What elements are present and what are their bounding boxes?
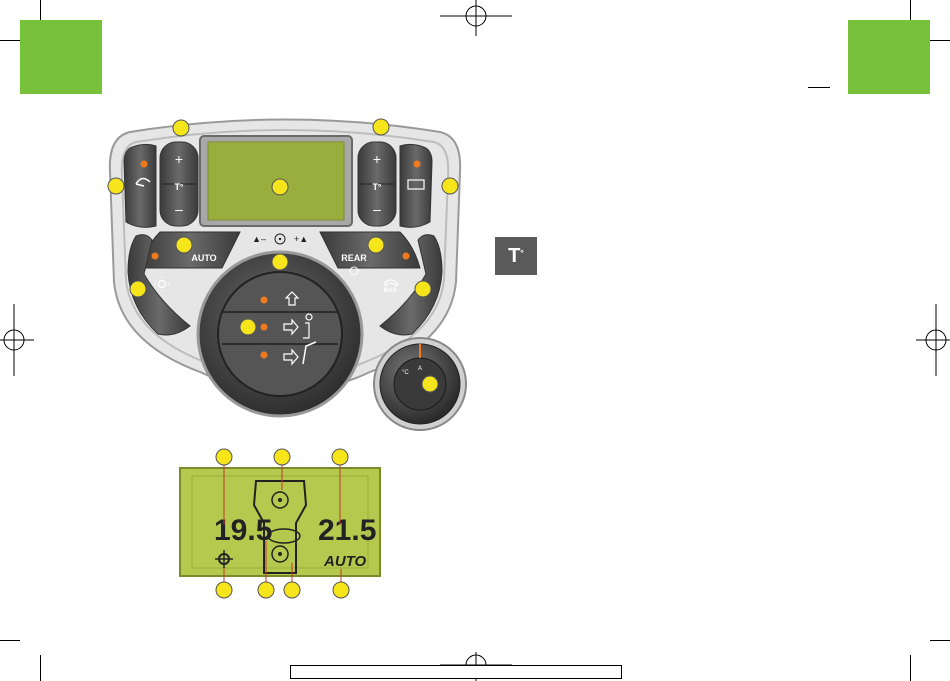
crop-mark	[910, 655, 911, 681]
callout	[272, 254, 288, 270]
right-temp-label: T°	[372, 182, 381, 192]
page-tab-right	[848, 20, 930, 94]
right-temp-minus-label: –	[373, 201, 381, 217]
callout	[216, 449, 232, 465]
registration-mark-top	[440, 0, 512, 40]
callout	[422, 376, 438, 392]
knob-mark-mid: A	[418, 366, 422, 372]
crop-mark	[40, 0, 41, 20]
lcd-display: 19.5 21.5 AUTO	[178, 445, 388, 605]
callout	[333, 582, 349, 598]
temperature-key-letter: T	[508, 245, 520, 267]
callout	[373, 119, 389, 135]
registration-mark-right	[910, 300, 950, 380]
auto-label: AUTO	[191, 253, 216, 263]
recirculation-button	[124, 144, 156, 227]
fan-plus-label: +▲	[294, 234, 308, 244]
callout	[332, 449, 348, 465]
lcd-right-temperature: 21.5	[318, 514, 376, 547]
right-temp-plus-label: +	[373, 151, 381, 167]
crop-mark	[0, 40, 20, 41]
crop-mark	[40, 655, 41, 681]
callout	[368, 237, 384, 253]
max-label: MAX	[383, 288, 396, 294]
crop-mark	[910, 0, 911, 20]
temperature-key-icon: T°	[495, 237, 537, 275]
callout	[216, 582, 232, 598]
callout	[284, 582, 300, 598]
callout	[274, 449, 290, 465]
temperature-key-degree: °	[520, 248, 524, 258]
climate-control-panel: + T° – + T° – AUTO REAR MAX ▲– +▲	[100, 112, 470, 432]
knob-mark-left: °C	[402, 370, 409, 376]
callout	[108, 178, 124, 194]
rear-label: REAR	[341, 253, 367, 263]
callout	[272, 179, 288, 195]
crop-mark	[0, 640, 20, 641]
small-rule	[808, 87, 830, 88]
left-temp-minus-label: –	[175, 201, 183, 217]
callout	[442, 178, 458, 194]
crop-mark	[930, 40, 950, 41]
callout	[240, 319, 256, 335]
left-temp-label: T°	[174, 182, 183, 192]
callout	[415, 281, 431, 297]
callout	[176, 237, 192, 253]
callout	[130, 281, 146, 297]
lcd-auto-indicator: AUTO	[323, 553, 367, 570]
left-temp-plus-label: +	[175, 151, 183, 167]
crop-mark	[930, 640, 950, 641]
fan-minus-label: ▲–	[252, 234, 266, 244]
footer-box	[290, 665, 622, 679]
page-tab-left	[20, 20, 102, 94]
callout	[258, 582, 274, 598]
callout	[173, 120, 189, 136]
registration-mark-left	[0, 300, 40, 380]
rear-demist-button	[400, 144, 432, 227]
